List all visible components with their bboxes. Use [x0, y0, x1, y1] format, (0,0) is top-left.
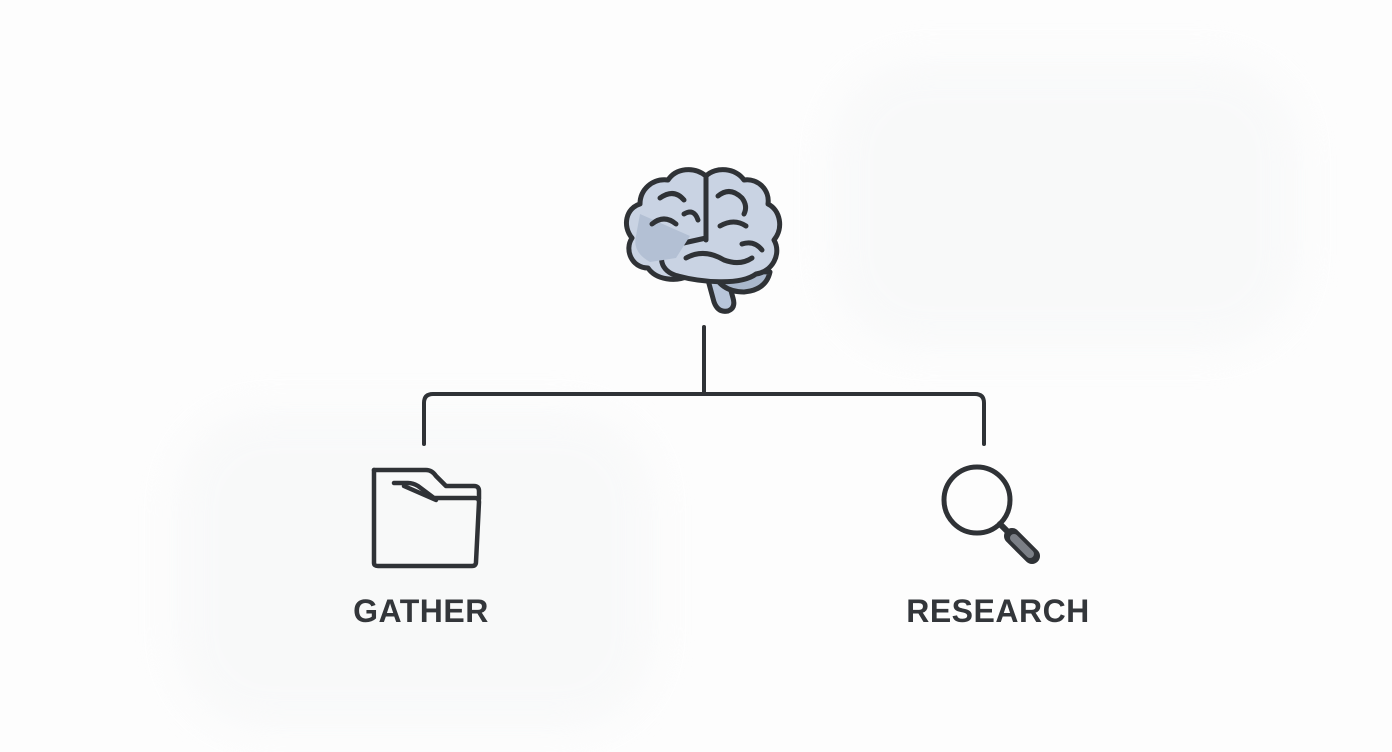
brain-fold	[739, 240, 765, 253]
brain-fold	[657, 191, 687, 203]
brain-shading	[635, 214, 690, 262]
brain-fold	[715, 189, 749, 217]
brain-fold	[681, 209, 701, 223]
gather-label: GATHER	[353, 593, 489, 629]
background-shape-left	[175, 410, 655, 730]
folder-icon	[371, 467, 482, 569]
background-shape-right	[830, 60, 1300, 350]
brain-fold	[683, 251, 755, 266]
folder-body	[371, 467, 482, 569]
folder-front-flap	[401, 483, 439, 503]
research-label: RESEARCH	[906, 593, 1090, 629]
folder-back	[371, 467, 482, 502]
brain-fold	[717, 219, 749, 229]
brain-icon	[623, 167, 783, 314]
magnifying-glass-icon	[941, 464, 1040, 564]
magnifier-lens	[941, 464, 1013, 536]
brain-fold	[649, 216, 679, 227]
connector-lines	[422, 325, 986, 446]
magnifier-handle-inner	[1010, 534, 1034, 558]
connector-branch	[422, 392, 986, 446]
